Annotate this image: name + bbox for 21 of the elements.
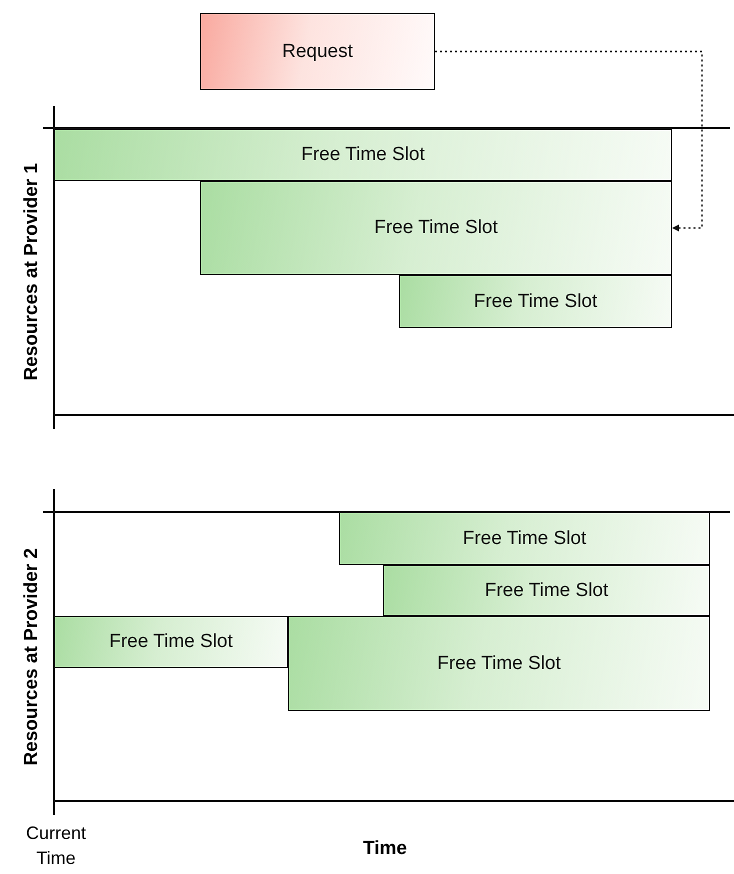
node-label: Free Time Slot bbox=[474, 290, 598, 312]
time-slot-box bbox=[399, 275, 672, 328]
node-label: Request bbox=[282, 40, 353, 62]
axis-tick-label: Current Time bbox=[24, 822, 88, 870]
node-label: Free Time Slot bbox=[437, 652, 561, 674]
node-label: Free Time Slot bbox=[109, 631, 233, 653]
node-label: Free Time Slot bbox=[374, 217, 498, 239]
arrow bbox=[435, 50, 703, 232]
request-box bbox=[200, 13, 435, 90]
time-slot-box bbox=[200, 181, 672, 275]
time-slot-box bbox=[54, 616, 288, 668]
time-slot-box bbox=[339, 512, 710, 565]
time-slot-box bbox=[383, 565, 710, 616]
node-label: Free Time Slot bbox=[484, 580, 608, 602]
node-label: Free Time Slot bbox=[462, 528, 586, 550]
axis-title: Resources at Provider 2 bbox=[21, 548, 43, 766]
axis-title: Resources at Provider 1 bbox=[21, 162, 43, 380]
node-label: Free Time Slot bbox=[301, 144, 425, 166]
time-slot-box bbox=[288, 616, 710, 711]
time-slot-box bbox=[54, 129, 672, 181]
axis-title: Time bbox=[362, 837, 408, 861]
